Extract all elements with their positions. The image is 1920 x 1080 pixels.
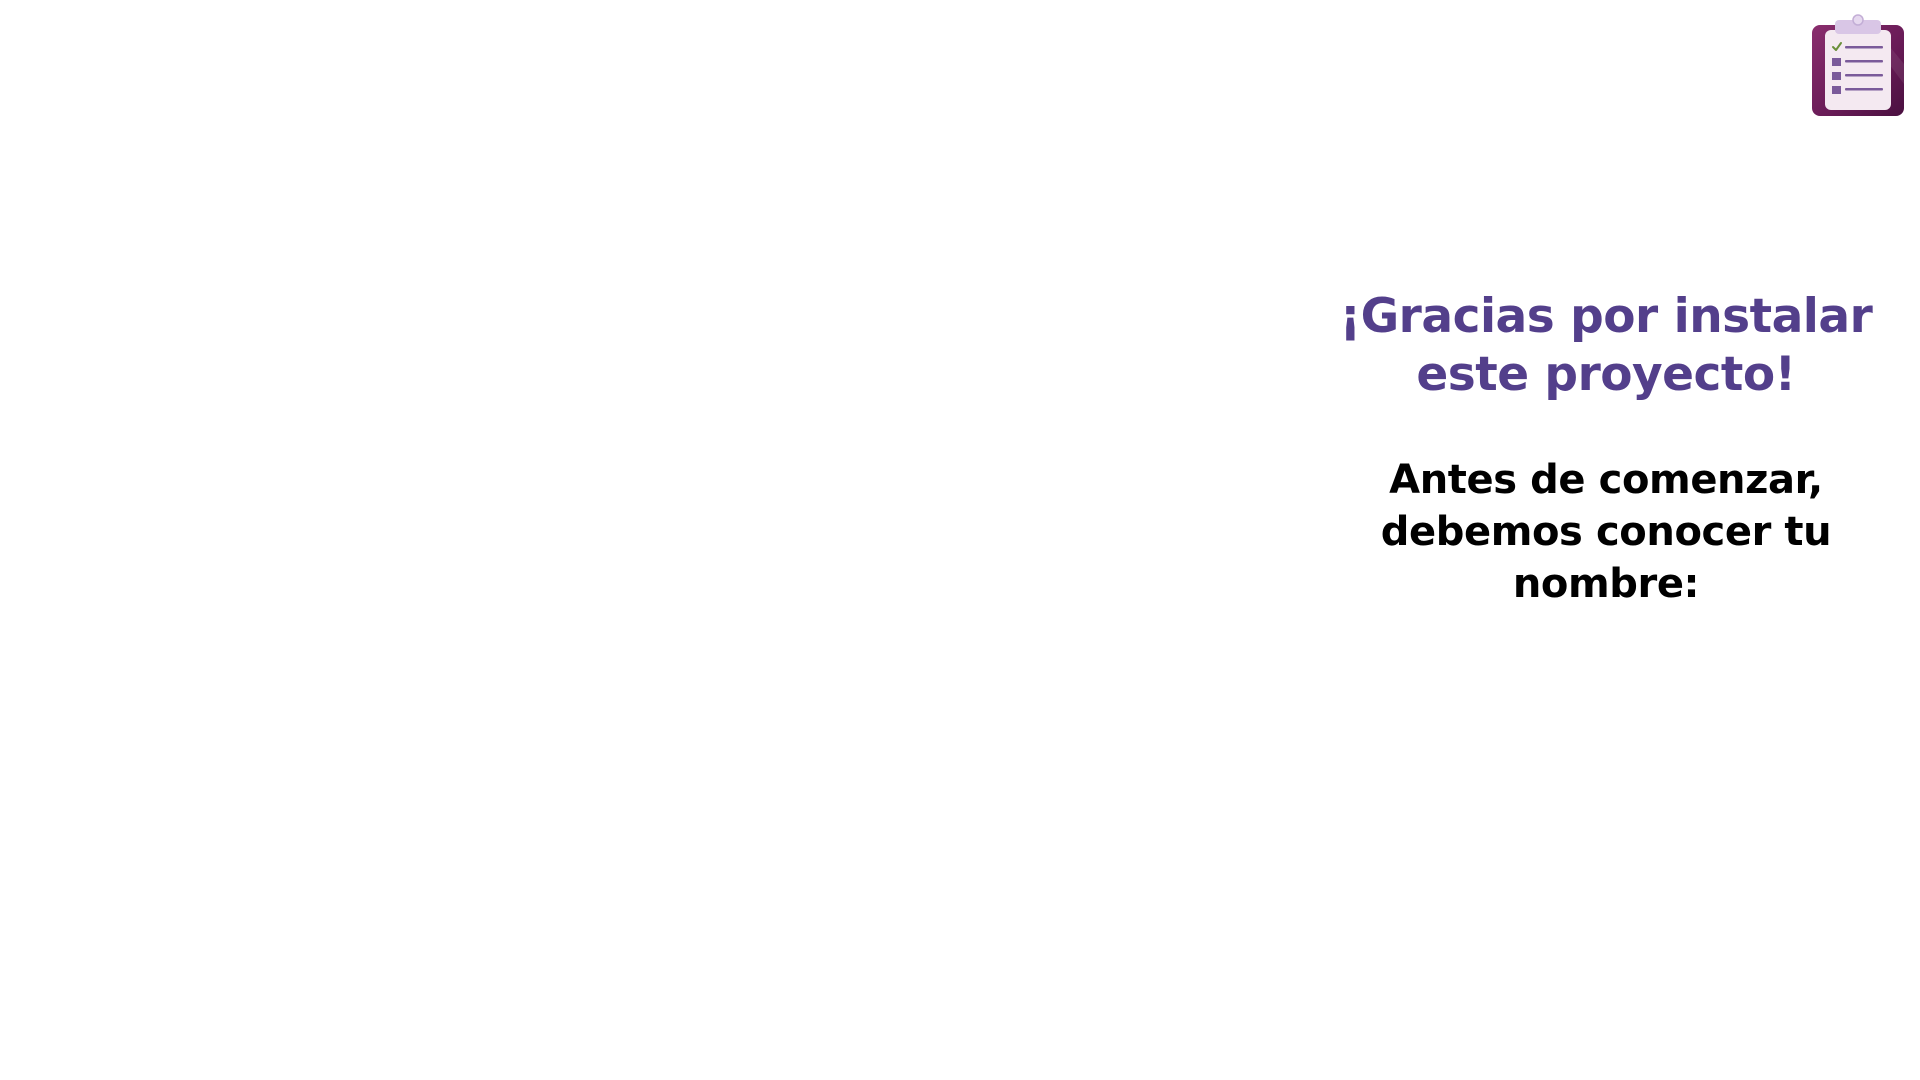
welcome-panel: ¡Gracias por instalar este proyecto! Ant… xyxy=(1306,288,1906,610)
name-prompt: Antes de comenzar, debemos conocer tu no… xyxy=(1380,457,1832,607)
clipboard-checklist-icon-graphic xyxy=(1812,14,1904,116)
welcome-title: ¡Gracias por instalar este proyecto! xyxy=(1339,289,1873,402)
clipboard-checklist-icon xyxy=(1812,14,1904,116)
